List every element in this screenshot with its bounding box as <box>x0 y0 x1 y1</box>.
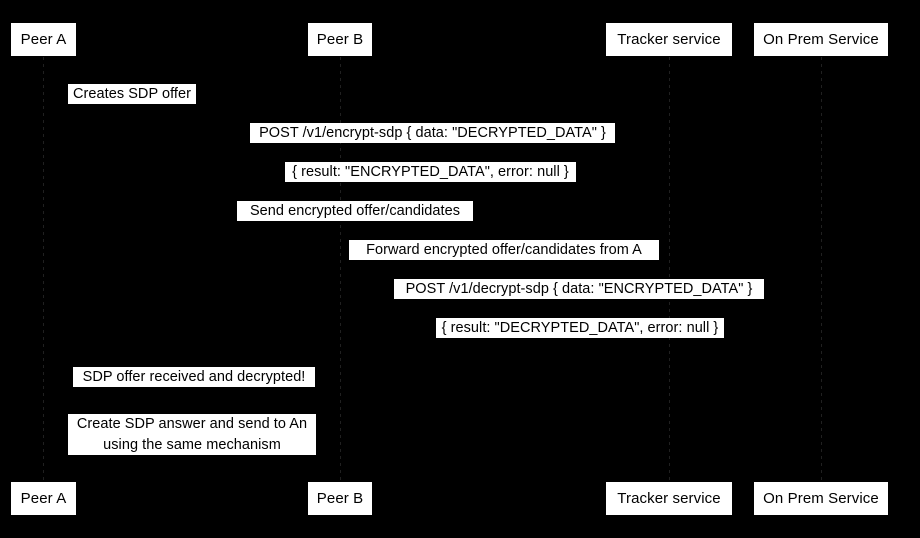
message-sdp-offer-received: SDP offer received and decrypted! <box>73 367 315 387</box>
participant-header-on-prem-service[interactable]: On Prem Service <box>753 22 889 57</box>
message-creates-sdp-offer: Creates SDP offer <box>68 84 196 104</box>
message-post-decrypt-sdp: POST /v1/decrypt-sdp { data: "ENCRYPTED_… <box>394 279 764 299</box>
participant-footer-peer-a[interactable]: Peer A <box>10 481 77 516</box>
lifeline-on-prem <box>821 57 822 481</box>
lifeline-peer-b <box>340 57 341 481</box>
message-send-encrypted-offer: Send encrypted offer/candidates <box>237 201 473 221</box>
participant-footer-peer-b[interactable]: Peer B <box>307 481 373 516</box>
message-decrypt-sdp-result: { result: "DECRYPTED_DATA", error: null … <box>436 318 724 338</box>
lifeline-peer-a <box>43 57 44 481</box>
participant-footer-on-prem-service[interactable]: On Prem Service <box>753 481 889 516</box>
lifeline-tracker <box>669 57 670 481</box>
message-encrypt-sdp-result: { result: "ENCRYPTED_DATA", error: null … <box>285 162 576 182</box>
message-post-encrypt-sdp: POST /v1/encrypt-sdp { data: "DECRYPTED_… <box>250 123 615 143</box>
message-forward-encrypted-offer: Forward encrypted offer/candidates from … <box>349 240 659 260</box>
participant-header-peer-b[interactable]: Peer B <box>307 22 373 57</box>
participant-header-tracker-service[interactable]: Tracker service <box>605 22 733 57</box>
participant-footer-tracker-service[interactable]: Tracker service <box>605 481 733 516</box>
participant-header-peer-a[interactable]: Peer A <box>10 22 77 57</box>
message-create-sdp-answer: Create SDP answer and send to An using t… <box>68 414 316 455</box>
